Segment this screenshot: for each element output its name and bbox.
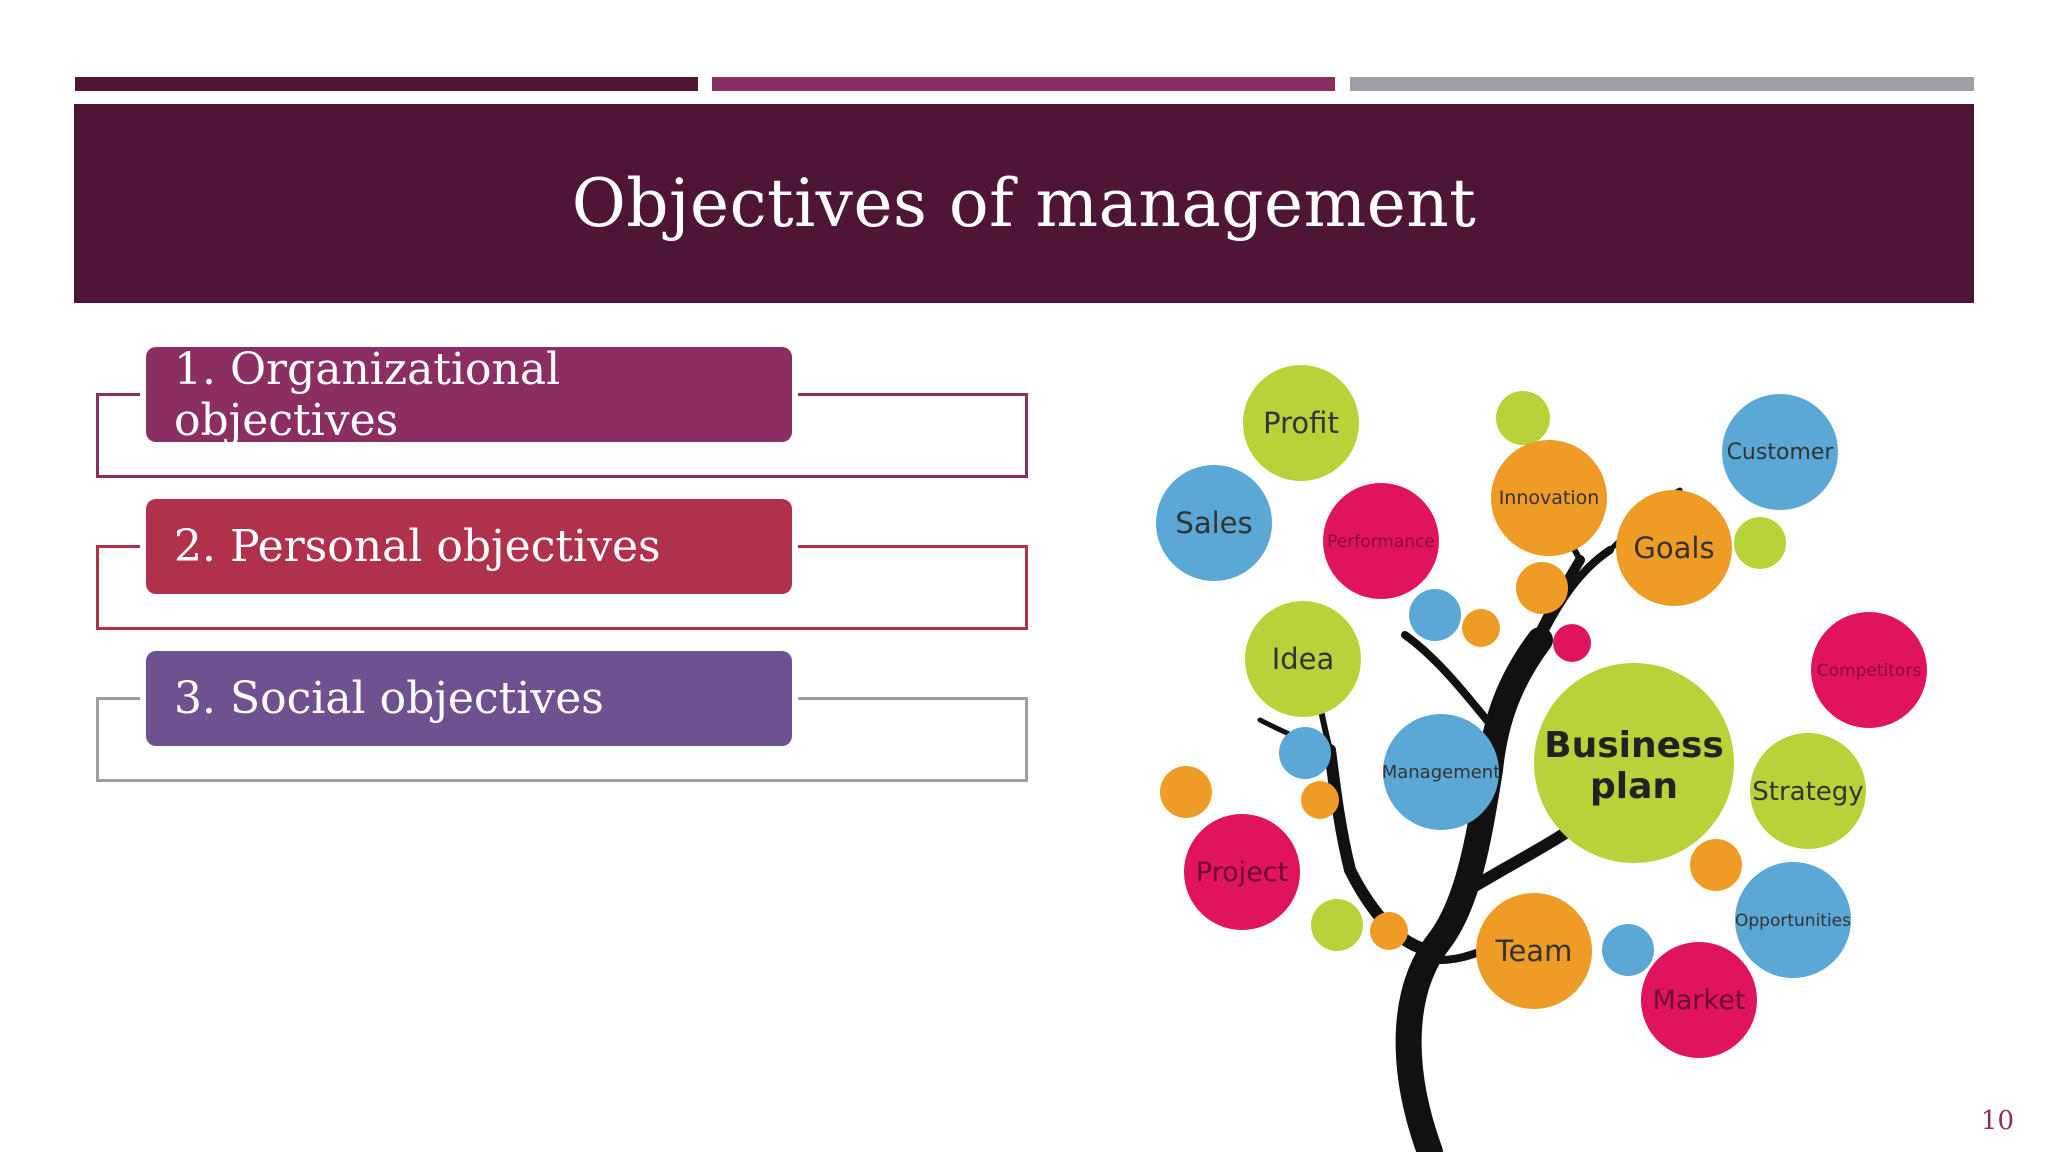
bubble-business-plan-line2: plan [1590,766,1678,807]
bubble-sales-label: Sales [1175,506,1252,540]
bubble-sales: Sales [1156,465,1272,581]
bubble-competitors-label: Competitors [1817,661,1922,681]
bubble-management: Management [1382,714,1501,830]
bubble-innovation-label: Innovation [1499,487,1600,509]
bubble-market-label: Market [1653,985,1746,1016]
bubble-customer-label: Customer [1727,440,1835,465]
business-plan-tree-illustration: Business plan Profit Sales Performance I… [1156,365,1927,1152]
bubble-performance-label: Performance [1327,532,1435,552]
bubble-project: Project [1184,814,1300,930]
bubble-innovation: Innovation [1491,440,1607,556]
tree-decorative-dots [1160,391,1786,976]
bubble-opportunities: Opportunities [1735,862,1851,978]
bubble-team: Team [1476,893,1592,1009]
bubble-strategy: Strategy [1750,733,1866,849]
bubble-management-label: Management [1382,762,1501,783]
objective-social: 3. Social objectives [146,651,792,746]
bubble-competitors: Competitors [1811,612,1927,728]
accent-bar-dark [75,77,698,91]
bubble-team-label: Team [1495,934,1573,968]
accent-bar-gray [1350,77,1974,91]
bubble-idea-label: Idea [1272,642,1335,676]
bubble-goals-label: Goals [1633,531,1714,565]
bubble-business-plan: Business plan [1534,663,1734,863]
bubble-performance: Performance [1323,483,1439,599]
bubble-strategy-label: Strategy [1752,777,1863,807]
slide-title: Objectives of management [571,165,1477,242]
bubble-goals: Goals [1616,490,1732,606]
bubble-project-label: Project [1196,857,1288,888]
bubble-profit: Profit [1243,365,1359,481]
title-band: Objectives of management [74,104,1974,303]
bubble-customer: Customer [1722,394,1838,510]
bubble-business-plan-line1: Business [1544,725,1724,766]
bubble-profit-label: Profit [1263,406,1339,440]
bubble-market: Market [1641,942,1757,1058]
accent-bar-magenta [712,77,1335,91]
bubble-opportunities-label: Opportunities [1735,911,1851,931]
objective-personal: 2. Personal objectives [146,499,792,594]
objective-organizational: 1. Organizational objectives [146,344,792,446]
slide-number: 10 [1980,1106,2014,1136]
bubble-idea: Idea [1245,601,1361,717]
